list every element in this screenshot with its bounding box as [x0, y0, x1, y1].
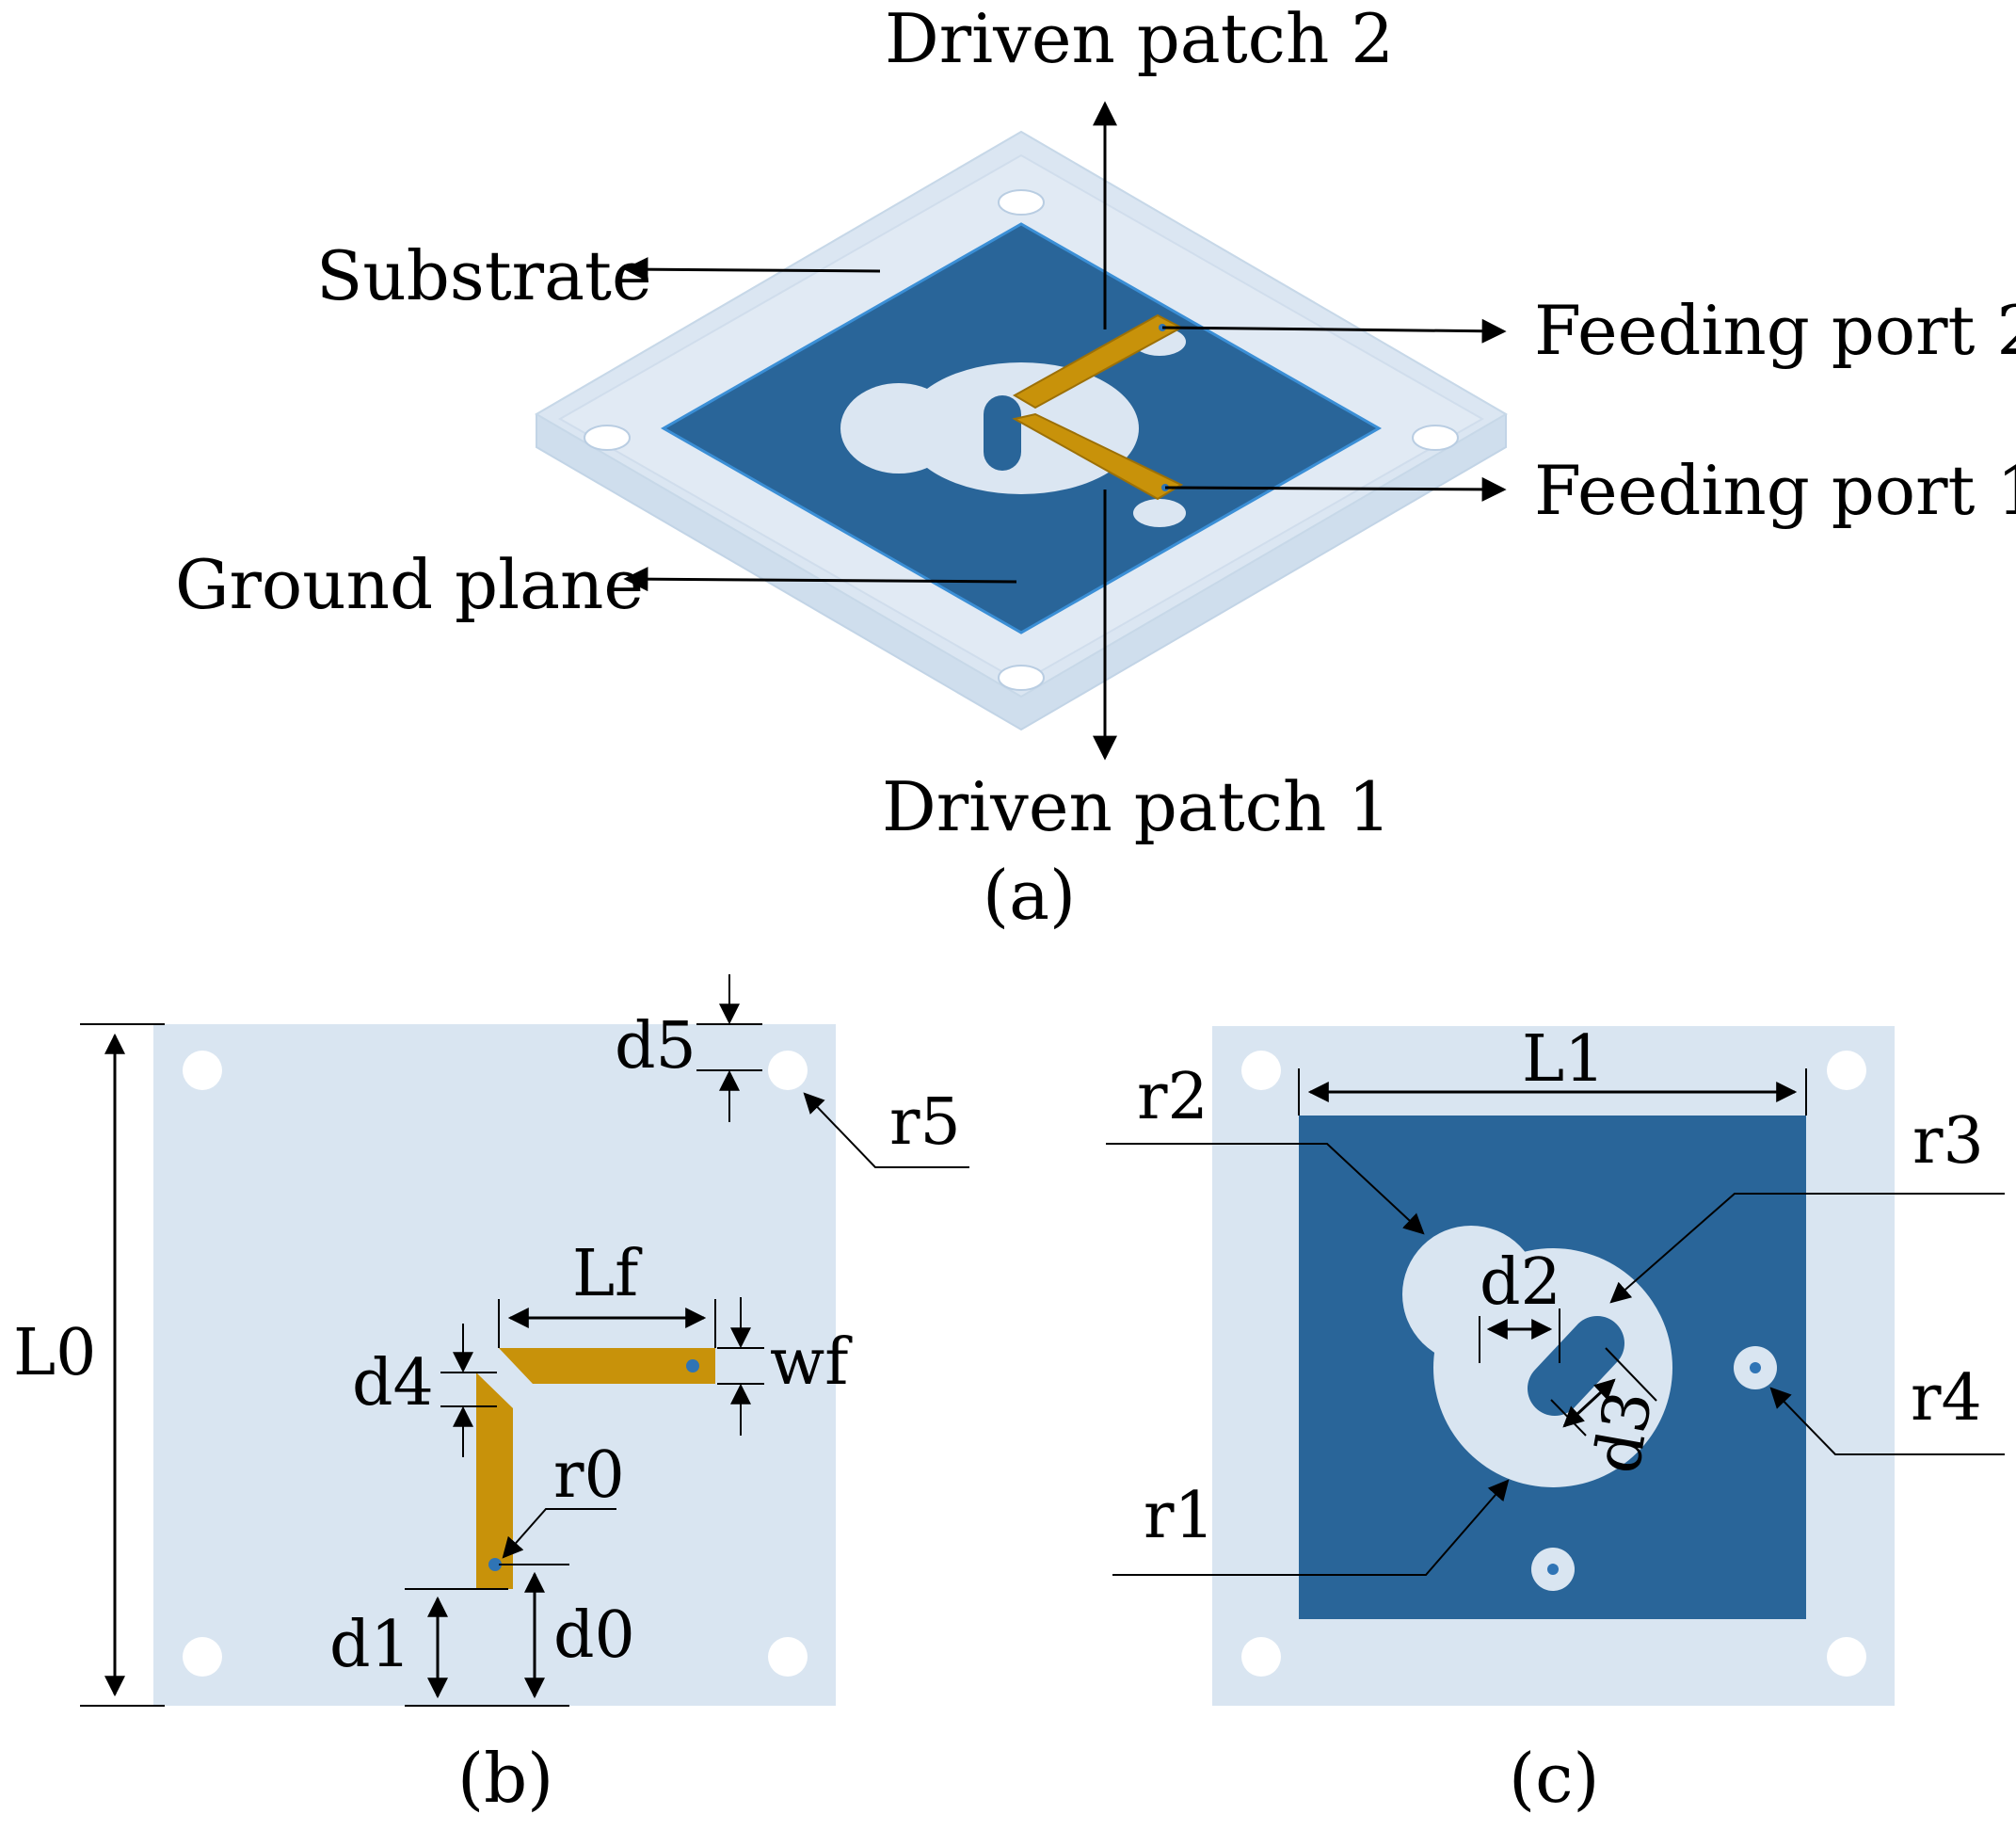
feed-via-c-1 [1750, 1362, 1761, 1373]
mounting-holes-c [1241, 1051, 1866, 1677]
mounting-holes-b [183, 1051, 808, 1677]
dim-d2: d2 [1480, 1245, 1561, 1320]
dim-L1: L1 [1522, 1022, 1605, 1097]
dim-d3: d3 [1580, 1386, 1668, 1479]
r1-leader [1112, 1479, 1510, 1576]
dim-r2: r2 [1137, 1060, 1208, 1134]
ground-slot-inner-iso [984, 395, 1021, 471]
dim-d0: d0 [553, 1598, 635, 1673]
label-driven-patch-1: Driven patch 1 [882, 767, 1391, 846]
r3-leader [1609, 1193, 2005, 1304]
feed-line-horizontal-b [499, 1348, 715, 1384]
label-feeding-port-2: Feeding port 2 [1534, 291, 2016, 370]
dim-d4: d4 [352, 1346, 434, 1421]
feed-via-b-2 [488, 1558, 502, 1571]
panel-a: Driven patch 2 Driven patch 1 Substrate … [175, 0, 2016, 935]
dim-r0: r0 [553, 1438, 625, 1513]
dim-r4: r4 [1911, 1361, 1982, 1436]
caption-b: (b) [457, 1739, 553, 1818]
dim-d1: d1 [329, 1608, 411, 1682]
feed-via-b-1 [686, 1359, 699, 1372]
substrate-b [153, 1024, 836, 1706]
r5-leader [803, 1092, 969, 1168]
dim-r3: r3 [1912, 1104, 1984, 1179]
r2-leader [1106, 1143, 1425, 1235]
feed-line-1-iso [1012, 412, 1184, 501]
caption-a: (a) [983, 856, 1076, 935]
r0-leader [502, 1508, 616, 1559]
dim-d5: d5 [615, 1009, 696, 1084]
arrow-feeding-port-1 [1164, 476, 1507, 502]
arrow-ground-plane [623, 567, 1017, 592]
dim-L0: L0 [13, 1316, 96, 1390]
caption-c: (c) [1509, 1739, 1600, 1818]
mounting-holes-a [584, 189, 1459, 691]
r4-leader [1769, 1387, 2005, 1455]
dim-Lf: Lf [572, 1237, 643, 1311]
label-driven-patch-2: Driven patch 2 [885, 0, 1394, 78]
ground-slot-island-c [1527, 1315, 1625, 1417]
label-ground-plane: Ground plane [175, 545, 644, 624]
label-feeding-port-1: Feeding port 1 [1534, 451, 2016, 530]
d3-dim-line [1562, 1378, 1616, 1428]
feed-via-c-2 [1547, 1564, 1559, 1575]
arrow-feeding-port-2 [1161, 318, 1507, 344]
feed-line-vertical-b [476, 1372, 513, 1589]
label-substrate: Substrate [316, 236, 652, 315]
panel-b: L0 d5 r5 Lf wf d4 r0 [13, 974, 969, 1818]
arrow-substrate [623, 257, 881, 282]
dim-r1: r1 [1144, 1479, 1215, 1553]
d3-ext-b [1605, 1347, 1657, 1402]
dim-wf: wf [770, 1325, 853, 1400]
dim-r5: r5 [889, 1085, 961, 1160]
panel-c: L1 r2 r3 d2 d3 r4 r1 (c) [1106, 1022, 2005, 1818]
